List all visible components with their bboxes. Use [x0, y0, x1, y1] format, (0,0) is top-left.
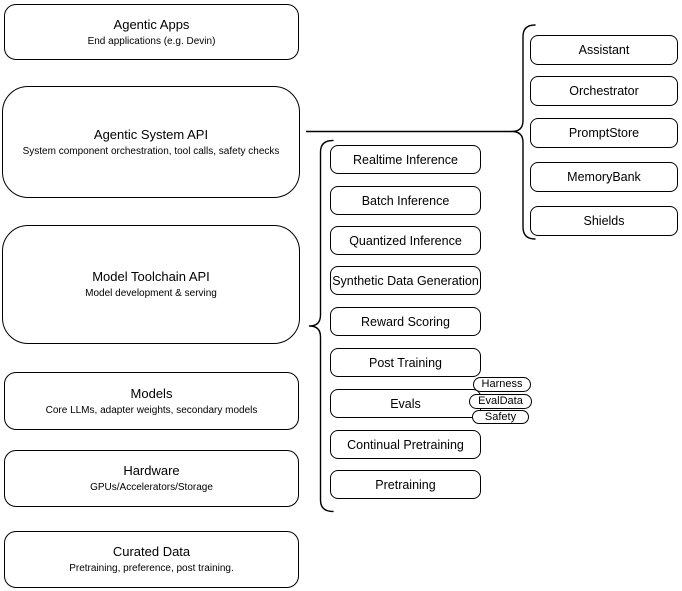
node-title: Curated Data [112, 544, 191, 559]
node-label: Orchestrator [569, 84, 639, 98]
toolchain-item-pretraining: Pretraining [330, 470, 481, 499]
toolchain-item-evals: Evals [330, 389, 481, 418]
node-title: Hardware [123, 463, 180, 478]
node-subtitle: End applications (e.g. Devin) [87, 35, 216, 47]
node-label: MemoryBank [567, 170, 641, 184]
toolchain-item-synthetic-data-generation: Synthetic Data Generation [330, 266, 481, 295]
node-model-toolchain-api: Model Toolchain API Model development & … [2, 225, 300, 344]
node-label: Pretraining [375, 477, 436, 492]
tag-label: Harness [481, 378, 523, 390]
system-item-memorybank: MemoryBank [530, 162, 678, 192]
node-label: Shields [583, 214, 625, 228]
node-label: PromptStore [568, 126, 640, 140]
evals-tag-safety: Safety [472, 410, 529, 424]
node-title: Agentic Apps [113, 16, 190, 32]
node-subtitle: System component orchestration, tool cal… [22, 145, 280, 157]
toolchain-item-continual-pretraining: Continual Pretraining [330, 430, 481, 459]
system-item-orchestrator: Orchestrator [530, 76, 678, 106]
node-label: Reward Scoring [361, 314, 450, 329]
node-title: Agentic System API [93, 126, 209, 142]
node-models: Models Core LLMs, adapter weights, secon… [4, 372, 299, 430]
node-title: Model Toolchain API [92, 269, 210, 284]
evals-tag-evaldata: EvalData [469, 394, 532, 409]
toolchain-item-batch-inference: Batch Inference [330, 186, 481, 215]
node-label: Batch Inference [361, 193, 450, 208]
node-label: Evals [390, 396, 421, 411]
toolchain-item-reward-scoring: Reward Scoring [330, 307, 481, 336]
toolchain-item-post-training: Post Training [330, 348, 481, 377]
tag-label: EvalData [478, 395, 523, 407]
system-item-assistant: Assistant [530, 35, 678, 65]
node-subtitle: GPUs/Accelerators/Storage [90, 482, 213, 493]
node-label: Assistant [578, 43, 630, 57]
node-hardware: Hardware GPUs/Accelerators/Storage [4, 450, 299, 507]
node-title: Models [130, 385, 173, 401]
node-subtitle: Model development & serving [85, 288, 217, 299]
system-item-promptstore: PromptStore [530, 118, 678, 148]
node-label: Post Training [369, 355, 442, 370]
node-label: Continual Pretraining [347, 437, 464, 452]
node-label: Synthetic Data Generation [332, 273, 479, 288]
toolchain-item-quantized-inference: Quantized Inference [330, 226, 481, 255]
node-curated-data: Curated Data Pretraining, preference, po… [4, 531, 299, 588]
system-item-shields: Shields [530, 206, 678, 236]
node-agentic-apps: Agentic Apps End applications (e.g. Devi… [4, 4, 299, 60]
node-agentic-system-api: Agentic System API System component orch… [2, 86, 300, 198]
node-subtitle: Pretraining, preference, post training. [69, 563, 234, 574]
evals-tag-harness: Harness [473, 377, 531, 392]
toolchain-item-realtime-inference: Realtime Inference [330, 145, 481, 174]
node-label: Quantized Inference [349, 233, 462, 248]
node-subtitle: Core LLMs, adapter weights, secondary mo… [45, 404, 258, 416]
node-label: Realtime Inference [353, 152, 458, 167]
tag-label: Safety [484, 410, 517, 423]
